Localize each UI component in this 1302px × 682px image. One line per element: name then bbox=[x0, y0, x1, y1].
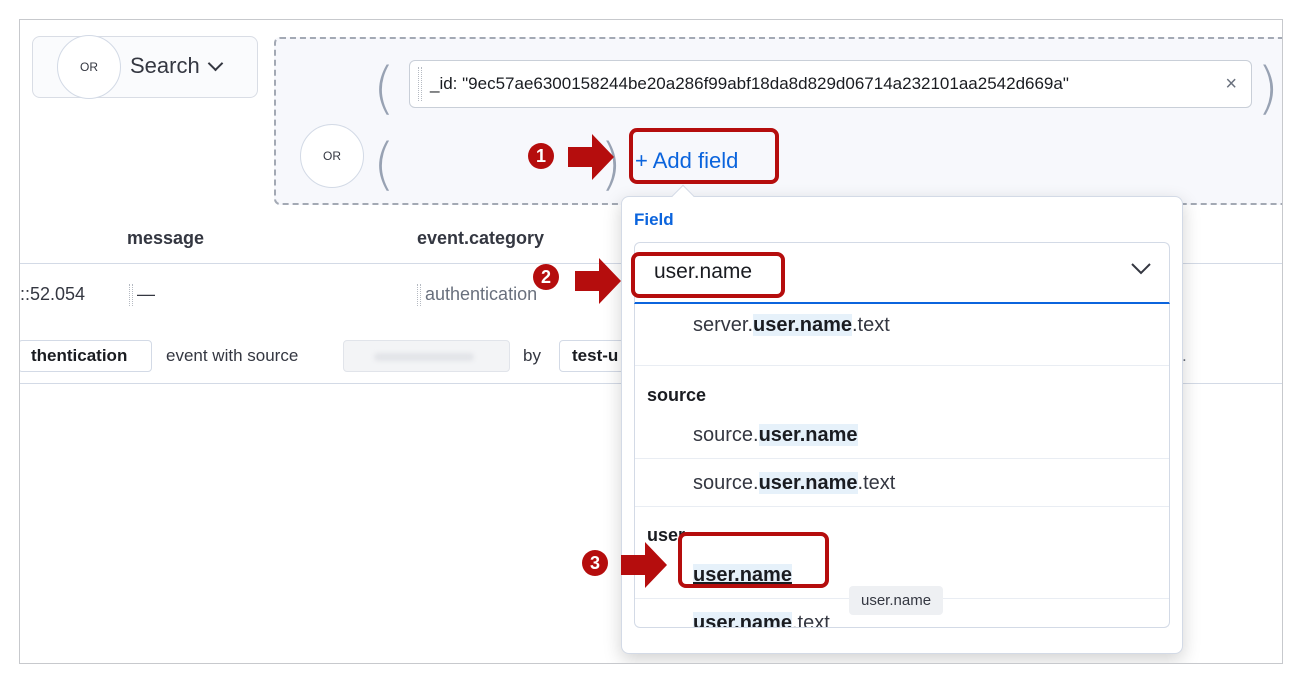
option-source-user-name[interactable]: source.user.name bbox=[693, 424, 858, 446]
option-divider bbox=[635, 506, 1169, 507]
chevron-down-icon[interactable] bbox=[1130, 262, 1152, 276]
summary-text-source: event with source bbox=[166, 346, 299, 365]
open-paren-2: ( bbox=[373, 132, 395, 197]
add-field-button[interactable]: + Add field bbox=[635, 148, 739, 173]
drag-handle-icon[interactable] bbox=[129, 284, 133, 307]
search-type-select[interactable]: Search bbox=[130, 53, 223, 79]
step-marker-1: 1 bbox=[528, 143, 554, 169]
cell-message: — bbox=[129, 284, 155, 307]
step-marker-3: 3 bbox=[582, 550, 608, 576]
id-filter-pill[interactable]: _id: "9ec57ae6300158244be20a286f99abf18d… bbox=[409, 60, 1252, 108]
field-label: Field bbox=[634, 210, 674, 229]
drag-handle-icon[interactable] bbox=[418, 67, 422, 101]
close-icon[interactable]: × bbox=[1225, 72, 1237, 95]
open-paren: ( bbox=[373, 56, 395, 121]
option-source-user-name-text[interactable]: source.user.name.text bbox=[693, 472, 896, 494]
arrow-right-icon bbox=[568, 134, 614, 180]
step-marker-2: 2 bbox=[533, 264, 559, 290]
source-badge-redacted[interactable] bbox=[343, 340, 510, 372]
summary-tail: . bbox=[1182, 346, 1187, 365]
or-operator-badge[interactable]: OR bbox=[57, 35, 121, 99]
option-divider bbox=[635, 365, 1169, 366]
category-badge[interactable]: thentication bbox=[20, 340, 152, 372]
column-header-message[interactable]: message bbox=[127, 228, 205, 248]
id-filter-text: _id: "9ec57ae6300158244be20a286f99abf18d… bbox=[430, 74, 1069, 93]
cell-event-category-text: authentication bbox=[425, 284, 538, 304]
search-type-label: Search bbox=[130, 53, 200, 78]
cell-message-text: — bbox=[137, 284, 155, 304]
or-operator-badge-2[interactable]: OR bbox=[300, 124, 364, 188]
chevron-down-icon bbox=[207, 55, 223, 71]
arrow-right-icon bbox=[621, 542, 667, 588]
group-label-user: user bbox=[647, 525, 686, 545]
drag-handle-icon[interactable] bbox=[417, 284, 421, 307]
option-tooltip: user.name bbox=[849, 586, 944, 615]
option-user-name[interactable]: user.name bbox=[693, 564, 792, 586]
field-options-list: server.user.name.text source source.user… bbox=[634, 304, 1170, 628]
close-paren: ) bbox=[1257, 56, 1279, 121]
option-user-name-text[interactable]: user.name.text bbox=[693, 612, 830, 627]
arrow-right-icon bbox=[575, 258, 621, 304]
summary-text-by: by bbox=[523, 346, 541, 365]
option-server-user-name-text[interactable]: server.user.name.text bbox=[693, 314, 890, 336]
option-divider bbox=[635, 458, 1169, 459]
app-frame: OR Search ( _id: "9ec57ae6300158244be20a… bbox=[19, 19, 1283, 664]
group-label-source: source bbox=[647, 385, 707, 405]
field-search-input[interactable]: user.name bbox=[654, 260, 753, 283]
cell-timestamp: ::52.054 bbox=[20, 284, 86, 304]
highlight-field-input bbox=[631, 252, 785, 298]
cell-event-category: authentication bbox=[417, 284, 538, 307]
highlight-user-name-option bbox=[678, 532, 829, 588]
highlight-add-field bbox=[629, 128, 779, 184]
column-header-event-category[interactable]: event.category bbox=[417, 228, 545, 248]
